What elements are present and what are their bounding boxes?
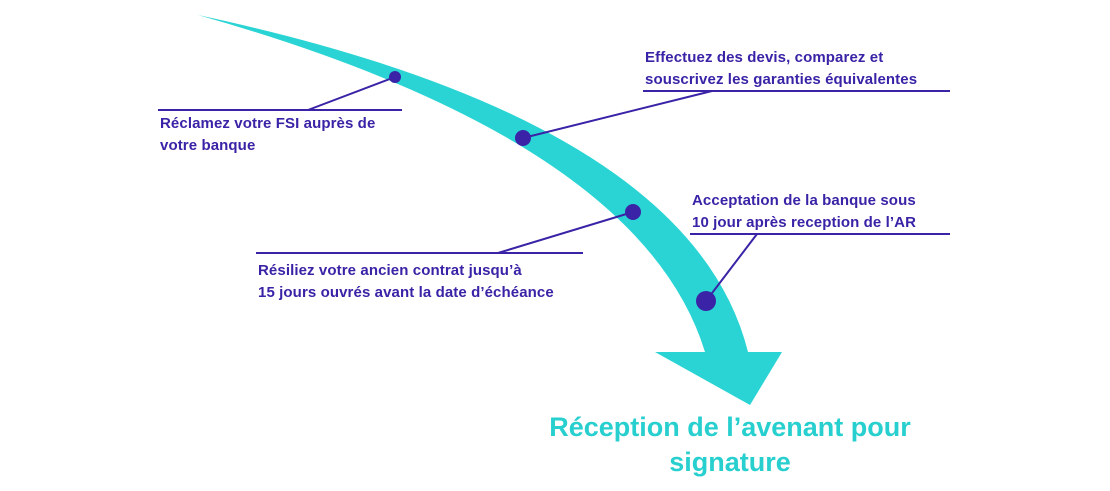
step-3-label: Résiliez votre ancien contrat jusqu’à 15… bbox=[258, 260, 554, 304]
step-3-marker bbox=[625, 204, 641, 220]
step-1-marker bbox=[389, 71, 401, 83]
step-2-connector bbox=[522, 90, 713, 139]
step-1-label-line-1: Réclamez votre FSI auprès de bbox=[160, 115, 376, 132]
step-1-label: Réclamez votre FSI auprès de votre banqu… bbox=[160, 113, 375, 157]
step-4-marker bbox=[696, 291, 716, 311]
curved-arrow-body bbox=[198, 15, 748, 352]
step-3-connector bbox=[497, 211, 634, 254]
step-4-label-line-2: 10 jour après reception de l’AR bbox=[692, 214, 916, 231]
step-4-label-line-1: Acceptation de la banque sous bbox=[692, 192, 916, 209]
step-3-label-line-2: 15 jours ouvrés avant la date d’échéance bbox=[258, 284, 554, 301]
final-step-label: Réception de l’avenant pour signature bbox=[500, 410, 960, 480]
step-2-label-line-1: Effectuez des devis, comparez et bbox=[645, 49, 884, 66]
step-1-connector bbox=[307, 76, 396, 111]
step-4-label: Acceptation de la banque sous 10 jour ap… bbox=[692, 190, 916, 234]
step-1-label-line-2: votre banque bbox=[160, 137, 256, 154]
step-2-label-line-2: souscrivez les garanties équivalentes bbox=[645, 71, 918, 88]
arrow-head bbox=[655, 352, 782, 405]
step-4-connector bbox=[705, 233, 758, 302]
step-2-marker bbox=[515, 130, 531, 146]
step-2-label: Effectuez des devis, comparez et souscri… bbox=[645, 47, 917, 91]
final-step-line-2: signature bbox=[669, 447, 791, 477]
final-step-line-1: Réception de l’avenant pour bbox=[549, 412, 911, 442]
step-3-label-line-1: Résiliez votre ancien contrat jusqu’à bbox=[258, 262, 522, 279]
